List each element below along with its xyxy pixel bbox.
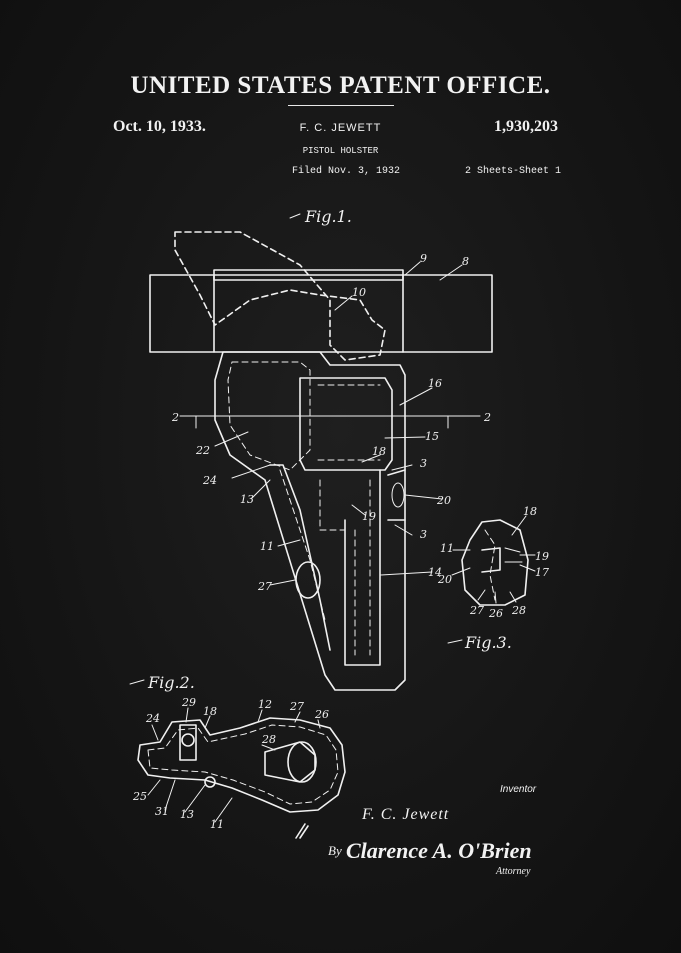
holster-body-drawing [214, 351, 406, 691]
fig3-label: Fig.3. [464, 633, 512, 652]
ref-2-right: 2 [483, 411, 491, 424]
ref-19: 19 [362, 510, 376, 523]
fig3-underline [447, 639, 463, 644]
ref-14: 14 [428, 566, 442, 579]
sheet-count: 2 Sheets-Sheet 1 [465, 166, 562, 177]
fig3-ref-17: 17 [535, 566, 549, 579]
fig2-ref-24: 24 [145, 712, 160, 725]
patent-date: Oct. 10, 1933. [113, 118, 206, 135]
fig3-ref-11: 11 [440, 542, 454, 555]
ref-2-left: 2 [171, 411, 179, 424]
belt-drawing [149, 269, 493, 353]
filed-date: Filed Nov. 3, 1932 [292, 166, 401, 177]
fig2-ref-13: 13 [180, 808, 194, 821]
signature-tick [295, 823, 309, 839]
ref-3-top: 3 [420, 457, 427, 470]
fig2-ref-31: 31 [155, 805, 169, 818]
fig1-leaders [214, 261, 463, 586]
fig1-underline [289, 213, 301, 219]
patent-subject: PISTOL HOLSTER [302, 146, 379, 156]
fig2-leaders [147, 707, 321, 823]
ref-27: 27 [257, 580, 272, 593]
ref-8: 8 [462, 255, 469, 268]
patent-number: 1,930,203 [494, 118, 558, 135]
by-label: By [328, 843, 342, 858]
fig3-leaders [451, 515, 536, 604]
fig2-underline [129, 679, 145, 685]
fig2-label: Fig.2. [147, 673, 195, 692]
ref-16: 16 [428, 377, 442, 390]
ref-20: 20 [436, 494, 451, 507]
fig3-ref-28: 28 [511, 604, 526, 617]
inventor-signature: F. C. Jewett [362, 806, 450, 823]
fig2-ref-25: 25 [132, 790, 147, 803]
ref-24: 24 [202, 474, 217, 487]
title-rule [288, 105, 394, 106]
section-line [179, 415, 481, 429]
fig1-label: Fig.1. [304, 207, 352, 226]
fig2-ref-28: 28 [261, 733, 276, 746]
ref-10: 10 [352, 286, 366, 299]
ref-18: 18 [372, 445, 386, 458]
fig3-ref-18: 18 [523, 505, 537, 518]
attorney-signature: Clarence A. O'Brien [346, 838, 532, 863]
inventor-name: F. C. JEWETT [299, 122, 382, 134]
fig2-ref-11: 11 [210, 818, 224, 831]
ref-9: 9 [420, 252, 427, 265]
fig2-ref-26: 26 [314, 708, 329, 721]
fig2-ref-27: 27 [289, 700, 304, 713]
ref-13: 13 [240, 493, 254, 506]
fig2-ref-12: 12 [258, 698, 272, 711]
fig2-ref-29: 29 [181, 696, 196, 709]
office-title: UNITED STATES PATENT OFFICE. [130, 72, 551, 99]
ref-15: 15 [425, 430, 439, 443]
fig2-ref-18: 18 [203, 705, 217, 718]
fig3-ref-19: 19 [535, 550, 549, 563]
ref-3-bottom: 3 [420, 528, 427, 541]
fig3-ref-26: 26 [488, 607, 503, 620]
ref-22: 22 [195, 444, 210, 457]
fig2-drawing [137, 717, 346, 813]
ref-11: 11 [260, 540, 274, 553]
fig3-drawing [461, 519, 529, 606]
fig3-ref-20: 20 [437, 573, 452, 586]
pistol-outline [174, 231, 386, 361]
inventor-label: Inventor [500, 784, 537, 795]
fig3-ref-27: 27 [469, 604, 484, 617]
attorney-label: Attorney [496, 866, 531, 877]
